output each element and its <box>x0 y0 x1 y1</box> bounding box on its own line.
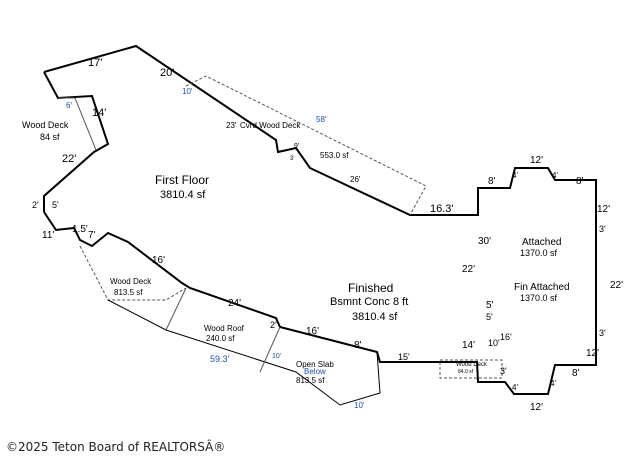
dim-22c: 22' <box>610 280 623 291</box>
dim-4b: 4' <box>552 171 558 180</box>
copyright-footer: ©2025 Teton Board of REALTORSÂ® <box>6 440 226 454</box>
dim-4c: 4' <box>550 379 556 388</box>
dim-3c: 3' <box>500 366 507 376</box>
fin-attached-label: Fin Attached <box>514 282 570 293</box>
dim-15b: 15' <box>398 352 410 362</box>
wood-deck-small-label: Wood Deck <box>456 362 488 368</box>
attached-sf: 1370.0 sf <box>520 248 558 258</box>
dim-1-5: 1.5' <box>72 224 88 235</box>
dim-5c: 5' <box>486 312 493 322</box>
cvrd-deck-prefix: 23' <box>226 121 237 130</box>
dim-10: 10' <box>488 338 500 348</box>
bsmnt-sf: 3810.4 sf <box>352 311 398 323</box>
cvrd-deck-label: Cvrd Wood Deck <box>240 121 301 130</box>
bsmnt-label: Bsmnt Conc 8 ft <box>330 296 408 308</box>
dim-8a: 8' <box>354 340 362 351</box>
dim-12a: 12' <box>530 155 543 166</box>
dim-2: 2' <box>32 200 39 210</box>
wood-deck-lower-sf: 813.5 sf <box>114 288 143 297</box>
wood-roof-label: Wood Roof <box>204 324 245 333</box>
dim-26: 26' <box>350 175 361 184</box>
dim-16-3: 16.3' <box>430 203 454 215</box>
dim-14b: 14' <box>462 340 475 351</box>
cvrd-deck-outline <box>185 75 427 216</box>
wood-deck-left-sf: 84 sf <box>40 132 60 142</box>
attached-label: Attached <box>522 237 561 248</box>
dim-12c: 12' <box>586 348 599 359</box>
dim-24: 24' <box>228 298 241 309</box>
dim-8b: 8' <box>488 176 496 187</box>
dim-3b: 3' <box>599 328 606 338</box>
dim-blue-10a: 10' <box>182 87 193 96</box>
dim-20: 20' <box>160 67 174 79</box>
dim-blue-10b: 10' <box>272 353 281 360</box>
first-floor-sf: 3810.4 sf <box>160 189 206 201</box>
wood-roof-divider-2 <box>259 326 281 373</box>
finished-label: Finished <box>348 281 393 295</box>
dim-16c: 16' <box>500 332 512 342</box>
open-slab-sf: 813.5 sf <box>296 376 325 385</box>
dim-blue-58: 58' <box>316 115 327 124</box>
dim-5a: 5' <box>52 200 59 210</box>
wood-roof-sf: 240.0 sf <box>206 334 235 343</box>
dim-30: 30' <box>478 236 491 247</box>
dim-blue-6: 6' <box>66 101 72 110</box>
first-floor-outline-left <box>43 71 110 212</box>
wood-roof-divider-1 <box>165 287 187 331</box>
dim-4d: 4' <box>512 383 518 392</box>
below-label: Below <box>304 367 326 376</box>
dim-3d: 3' <box>290 156 294 162</box>
first-floor-outline <box>43 44 597 395</box>
dim-7: 7' <box>88 230 96 241</box>
dim-9: 9' <box>294 143 299 150</box>
dim-3a: 3' <box>599 224 606 234</box>
dim-5b: 5' <box>486 300 494 311</box>
dim-2b: 2' <box>270 320 277 330</box>
wood-deck-lower-label: Wood Deck <box>110 277 152 286</box>
dim-blue-10c: 10' <box>354 401 365 410</box>
dim-11: 11' <box>42 230 54 241</box>
dim-12b: 12' <box>597 204 610 215</box>
wood-deck-left-label: Wood Deck <box>22 120 69 130</box>
open-slab-label: Open Slab <box>296 360 334 369</box>
wood-deck-left-outline <box>58 97 97 151</box>
wood-deck-lower-bottom <box>107 299 381 406</box>
dim-16a: 16' <box>152 255 165 266</box>
first-floor-label: First Floor <box>155 173 209 187</box>
dim-17: 17' <box>88 57 102 69</box>
wood-deck-small-outline <box>439 359 503 379</box>
dim-12d: 12' <box>530 402 543 413</box>
dim-blue-59-3: 59.3' <box>210 354 230 364</box>
wood-deck-lower-outline <box>79 245 187 301</box>
wood-deck-small-sf: 84.0 sf <box>458 369 474 375</box>
dim-4a: 4' <box>512 171 518 180</box>
fin-attached-sf: 1370.0 sf <box>520 293 558 303</box>
dim-22a: 22' <box>62 153 76 165</box>
dim-8d: 8' <box>572 368 580 379</box>
dim-16b: 16' <box>306 326 319 337</box>
dim-14: 14' <box>92 107 106 119</box>
dim-22b: 22' <box>462 264 475 275</box>
dim-8c: 8' <box>576 176 584 187</box>
cvrd-deck-sf: 553.0 sf <box>320 151 349 160</box>
